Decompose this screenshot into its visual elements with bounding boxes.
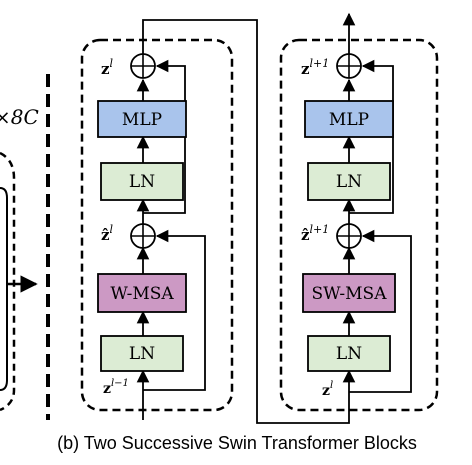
- block-2-add-node-2: [336, 53, 362, 79]
- block-2-residual-1: [349, 229, 412, 393]
- block-1-residual-2: [143, 59, 186, 214]
- block-2-output-label: zl+1: [301, 57, 329, 78]
- block-2-add-node-1: [336, 223, 362, 249]
- swin-block-2: LN SW-MSA LN MLP zl ẑl+1 zl+1: [279, 12, 439, 412]
- block-2-ln2-box: [307, 162, 391, 201]
- block-1-attn-box: [97, 273, 187, 313]
- block-1-output-label: zl: [101, 57, 114, 78]
- left-fragment: ×8C: [0, 74, 50, 420]
- block-2-attn-label: SW-MSA: [312, 284, 388, 304]
- block-1-ln1-label: LN: [129, 344, 155, 364]
- block-1-mid-label: ẑl: [101, 223, 114, 244]
- block-1-ln2-box: [100, 162, 184, 201]
- block-1-input-label: zl−1: [103, 378, 129, 397]
- block-2-residual-2: [349, 59, 394, 214]
- block-1-ln1-box: [100, 335, 184, 372]
- block-2-mlp-box: [304, 100, 394, 138]
- block-2-attn-box: [302, 273, 396, 313]
- block-2-input-label: zl: [322, 380, 333, 399]
- block-1-mlp-box: [97, 100, 187, 138]
- block-2-dashed-border: [279, 38, 439, 412]
- inter-block-connector: [142, 19, 350, 424]
- block-1-residual-1: [143, 229, 206, 391]
- figure-caption: (b) Two Successive Swin Transformer Bloc…: [57, 433, 417, 453]
- block-2-ln1-box: [307, 335, 391, 372]
- block-2-ln1-label: LN: [336, 344, 362, 364]
- block-1-add-node-1: [130, 223, 156, 249]
- block-1-add-node-2: [130, 53, 156, 79]
- block-1-attn-label: W-MSA: [110, 284, 174, 304]
- block-2-mlp-label: MLP: [329, 110, 369, 130]
- block-1-ln2-label: LN: [129, 172, 155, 192]
- block-2-mid-label: ẑl+1: [301, 223, 329, 244]
- block-1-dashed-border: [80, 38, 234, 412]
- left-inner-box-edge: [0, 187, 8, 391]
- block-2-ln2-label: LN: [336, 172, 362, 192]
- left-partial-label: ×8C: [0, 105, 39, 129]
- swin-block-1: LN W-MSA LN MLP zl−1 ẑl zl: [80, 38, 234, 420]
- block-1-mlp-label: MLP: [122, 110, 162, 130]
